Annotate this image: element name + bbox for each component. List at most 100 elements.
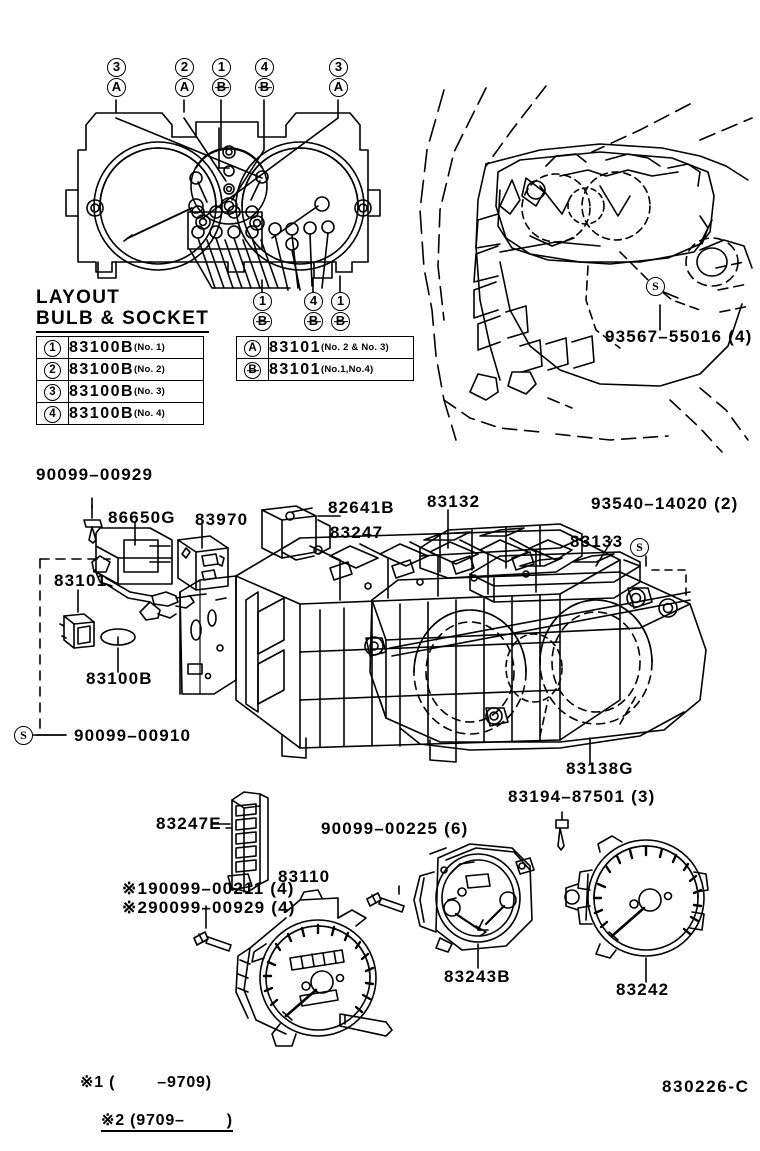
label-83101: 83101 (54, 571, 108, 590)
legend-part-number: 83100B (69, 404, 135, 422)
legend-key-cell: 2 (36, 358, 69, 381)
footnote-line-2: ※2 (9709– ) (100, 1112, 233, 1133)
cluster-case-83247 (179, 529, 621, 763)
callout-letter-icon: B (212, 78, 231, 97)
callout-letter-icon: B (331, 312, 350, 331)
callout-bottom-3: 1 B (331, 292, 350, 332)
label-83100B: 83100B (86, 669, 153, 688)
socket-key-b-icon: B (244, 362, 261, 379)
callout-top-3: 1 B (212, 58, 231, 98)
callout-bottom-1: 1 B (253, 292, 272, 332)
middle-components (21, 497, 341, 736)
label-83194-87501: 83194–87501 (3) (508, 787, 656, 806)
callout-letter-icon: B (253, 312, 272, 331)
label-90099-00225: 90099–00225 (6) (321, 819, 469, 838)
legend-row: A 83101(No. 2 & No. 3) (236, 336, 414, 359)
legend-value-cell: 83101(No.1,No.4) (268, 358, 414, 381)
bulb-key-1-icon: 1 (44, 340, 61, 357)
cluster-lens-assembly (369, 509, 707, 765)
bottom-screws (193, 811, 569, 952)
callout-top-1: 3 A (107, 58, 126, 98)
footnote-line-1: ※1 ( –9709) (80, 1073, 212, 1091)
socket-key-a-icon: A (244, 340, 261, 357)
callout-number-icon: 3 (329, 58, 348, 77)
legend-bulb-table: 1 83100B(No. 1) 2 83100B(No. 2) 3 (36, 336, 204, 425)
label-83243B: 83243B (444, 967, 511, 986)
callout-number-icon: 3 (107, 58, 126, 77)
legend-row: 1 83100B(No. 1) (36, 336, 204, 359)
bulb-key-4-icon: 4 (44, 406, 61, 423)
callout-letter-icon: B (255, 78, 274, 97)
speedometer-83110 (235, 889, 393, 1047)
callout-letter-icon: A (329, 78, 348, 97)
label-90099-00929: 90099–00929 (36, 465, 154, 484)
legend-key-cell: 4 (36, 402, 69, 425)
callout-top-4: 4 B (255, 58, 274, 98)
legend-part-number: 83100B (69, 360, 135, 378)
callout-number-icon: 4 (304, 292, 323, 311)
diagram-linework (21, 85, 753, 1047)
fuel-temp-gauge-83243B (413, 843, 535, 969)
s-marker-icon-90099-00910: S (14, 726, 33, 745)
label-83247E: 83247E (156, 814, 222, 833)
legend-value-cell: 83101(No. 2 & No. 3) (268, 336, 414, 359)
label-82641B: 82641B (328, 498, 395, 517)
label-83110: 83110 (278, 867, 331, 886)
legend-row: 3 83100B(No. 3) (36, 380, 204, 403)
callout-bottom-2: 4 B (304, 292, 323, 332)
label-86650G: 86650G (108, 508, 176, 527)
legend-key-cell: 3 (36, 380, 69, 403)
legend-value-cell: 83100B(No. 3) (68, 380, 204, 403)
dashboard-scene-illustration (419, 85, 753, 453)
legend-value-cell: 83100B(No. 4) (68, 402, 204, 425)
clip-strip-83247E (211, 791, 269, 893)
label-83132: 83132 (427, 492, 481, 511)
legend-qualifier: (No. 4) (134, 407, 165, 419)
label-93540-14020: 93540–14020 (2) (591, 494, 739, 513)
callout-number-icon: 2 (175, 58, 194, 77)
legend-socket-table: A 83101(No. 2 & No. 3) B 83101(No.1,No.4… (236, 336, 414, 381)
callout-letter-icon: A (175, 78, 194, 97)
legend-row: 2 83100B(No. 2) (36, 358, 204, 381)
legend-qualifier: (No.1,No.4) (321, 363, 374, 375)
label-83133: 83133 (570, 532, 624, 551)
label-83247: 83247 (330, 523, 384, 542)
legend-qualifier: (No. 3) (134, 385, 165, 397)
legend-part-number: 83101 (269, 338, 321, 356)
label-note2-90099-00929: ※290099–00929 (4) (122, 898, 296, 917)
bulb-key-2-icon: 2 (44, 362, 61, 379)
legend-part-number: 83100B (69, 382, 135, 400)
legend-value-cell: 83100B(No. 1) (68, 336, 204, 359)
label-90099-00910: 90099–00910 (74, 726, 192, 745)
legend-part-number: 83101 (269, 360, 321, 378)
legend-qualifier: (No. 1) (134, 341, 165, 353)
callout-number-icon: 4 (255, 58, 274, 77)
legend-key-cell: A (236, 336, 269, 359)
legend-row: 4 83100B(No. 4) (36, 402, 204, 425)
label-83242: 83242 (616, 980, 670, 999)
callout-number-icon: 1 (212, 58, 231, 77)
legend-qualifier: (No. 2) (134, 363, 165, 375)
legend-key-cell: 1 (36, 336, 69, 359)
label-83138G: 83138G (566, 759, 634, 778)
legend-row: B 83101(No.1,No.4) (236, 358, 414, 381)
callout-number-icon: 1 (253, 292, 272, 311)
callout-letter-icon: A (107, 78, 126, 97)
s-marker-icon-dashboard: S (646, 277, 665, 296)
cluster-layout-illustration (65, 99, 381, 293)
legend-qualifier: (No. 2 & No. 3) (321, 341, 389, 353)
legend-title-line2: BULB & SOCKET (36, 308, 210, 333)
legend-title: LAYOUT BULB & SOCKET (36, 287, 210, 333)
tachometer-83242 (564, 835, 709, 983)
callout-top-2: 2 A (175, 58, 194, 98)
callout-letter-icon: B (304, 312, 323, 331)
legend-value-cell: 83100B(No. 2) (68, 358, 204, 381)
label-83970: 83970 (195, 510, 249, 529)
callout-number-icon: 1 (331, 292, 350, 311)
label-note1-90099-00211: ※190099–00211 (4) (122, 879, 295, 898)
callout-top-5: 3 A (329, 58, 348, 98)
legend-part-number: 83100B (69, 338, 135, 356)
parts-diagram: 3 A 2 A 1 B 4 B 3 A 1 B 4 B 1 B LAYOUT B… (0, 0, 760, 1112)
legend-key-cell: B (236, 358, 269, 381)
label-93567-55016: 93567–55016 (4) (605, 327, 753, 346)
